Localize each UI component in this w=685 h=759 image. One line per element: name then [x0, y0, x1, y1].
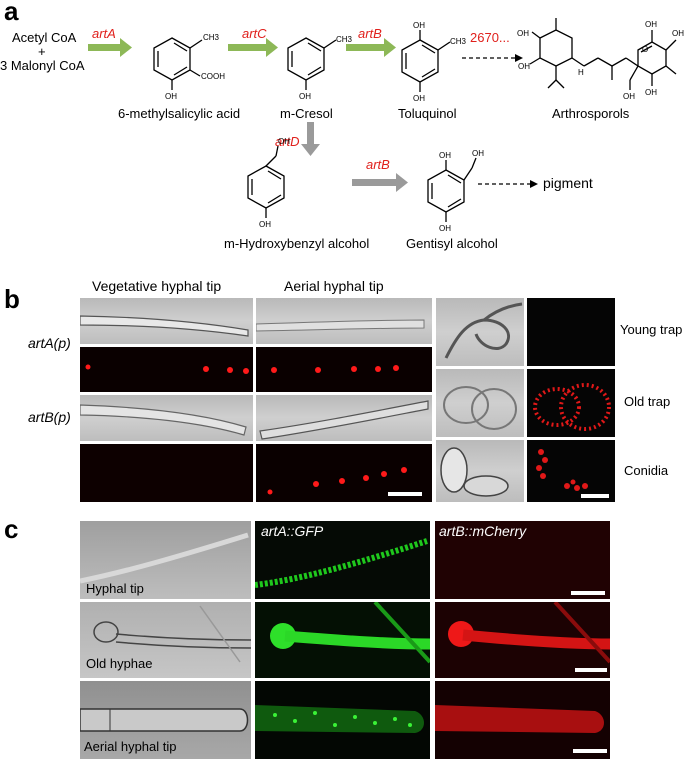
image-c-aerial-tip-gfp: [255, 681, 430, 759]
image-c-hyphal-tip-dic: Hyphal tip: [80, 521, 251, 599]
image-c-aerial-tip-mcherry: [435, 681, 610, 759]
scale-bar-b1: [388, 492, 422, 496]
dashed-arrow-top: [462, 54, 523, 62]
atom-oh-9: OH: [623, 92, 635, 101]
image-c-old-hyphae-gfp: [255, 602, 430, 678]
atom-oh-10: OH: [645, 88, 657, 97]
pigment-label: pigment: [543, 175, 593, 191]
gray-arrow-down: [301, 122, 320, 156]
image-c-old-hyphae-dic: Old hyphae: [80, 602, 251, 678]
atom-cooh: COOH: [201, 72, 225, 81]
compound-gentisyl-label: Gentisyl alcohol: [406, 236, 498, 251]
image-b-veg-red-2: [80, 444, 253, 502]
image-b-conidia-dic: [436, 440, 524, 502]
enzyme-artA-label: artA: [92, 26, 116, 41]
scale-bar-c1: [571, 591, 605, 595]
image-c-hyphal-tip-gfp: artA::GFP: [255, 521, 430, 599]
green-arrow-1: [88, 38, 132, 57]
panel-a-label: a: [4, 0, 19, 26]
enzyme-artC-label: artC: [242, 26, 267, 41]
image-b-veg-red-1: [80, 347, 253, 392]
malonyl-coa-label: 3 Malonyl CoA: [0, 58, 85, 73]
image-b-aer-red-2: [256, 444, 432, 502]
atom-ch3-1: CH3: [203, 33, 220, 42]
image-b-conidia-red: [527, 440, 615, 502]
row-artB-label: artB(p): [28, 409, 71, 425]
image-b-old-trap-red: [527, 369, 615, 437]
scale-bar-c2: [575, 668, 607, 672]
atom-o: O: [642, 45, 648, 54]
green-arrow-2: [228, 38, 278, 57]
ring-mhba: [247, 165, 285, 209]
atom-ch3-2: CH3: [336, 35, 353, 44]
image-b-young-trap-dic: [436, 298, 524, 366]
image-b-veg-dic-1: [80, 298, 253, 344]
image-b-old-trap-dic: [436, 369, 524, 437]
compound-mcresol-label: m-Cresol: [280, 106, 333, 121]
atom-oh-2: OH: [299, 92, 311, 101]
c-row1-label: Hyphal tip: [86, 581, 144, 596]
image-b-young-trap-red: [527, 298, 615, 366]
compound-mhba-label: m-Hydroxybenzyl alcohol: [224, 236, 370, 251]
arthrosporol-skeleton: [529, 18, 677, 90]
compound-6msa-label: 6-methylsalicylic acid: [118, 106, 241, 121]
ring-6msa: [153, 37, 191, 81]
image-b-aer-dic-2: [256, 395, 432, 441]
pathway-diagram: CH3 COOH OH CH3 OH OH CH3 OH OH OH H O O…: [88, 18, 684, 233]
image-c-old-hyphae-mcherry: [435, 602, 610, 678]
panel-c-label: c: [4, 514, 19, 544]
gray-arrow-right: [352, 173, 408, 192]
image-b-aer-red-1: [256, 347, 432, 392]
compound-toluquinol-label: Toluquinol: [398, 106, 457, 121]
green-arrow-3: [346, 38, 396, 57]
image-c-aerial-tip-dic: Aerial hyphal tip: [80, 681, 251, 759]
conidia-label: Conidia: [624, 463, 669, 478]
atom-oh-15: OH: [439, 224, 451, 233]
atom-oh-11: OH: [278, 137, 290, 146]
enzyme-artD-label: artD: [275, 134, 300, 149]
atom-oh-4: OH: [413, 94, 425, 103]
atom-ch3-3: CH3: [450, 37, 467, 46]
c-col-mcherry-label: artB::mCherry: [439, 523, 527, 539]
enzyme-artB-bottom-label: artB: [366, 157, 390, 172]
atom-oh-3: OH: [413, 21, 425, 30]
col-aerial-label: Aerial hyphal tip: [284, 278, 384, 294]
young-trap-label: Young trap: [620, 322, 683, 337]
compound-arthrosporols-label: Arthrosporols: [552, 106, 630, 121]
image-b-aer-dic-1: [256, 298, 432, 344]
atom-oh-13: OH: [439, 151, 451, 160]
image-b-veg-dic-2: [80, 395, 253, 441]
panel-b-label: b: [4, 284, 20, 314]
ring-mcresol: [287, 37, 325, 81]
scale-bar-c3: [573, 749, 607, 753]
old-trap-label: Old trap: [624, 394, 671, 409]
atom-oh-8: OH: [672, 29, 684, 38]
atom-oh-7: OH: [645, 20, 657, 29]
dashed-arrow-pigment: [478, 180, 538, 188]
c-row2-label: Old hyphae: [86, 656, 153, 671]
atom-h: H: [578, 68, 584, 77]
atom-oh-6: OH: [518, 62, 530, 71]
image-c-hyphal-tip-mcherry: artB::mCherry: [435, 521, 610, 599]
scale-bar-b2: [581, 494, 609, 498]
c-row3-label: Aerial hyphal tip: [84, 739, 177, 754]
enzyme-artB-top-label: artB: [358, 26, 382, 41]
ring-toluquinol: [401, 39, 439, 83]
atom-oh-1: OH: [165, 92, 177, 101]
ring-gentisyl: [427, 169, 465, 213]
row-artA-label: artA(p): [28, 335, 71, 351]
enzyme-next-label: 2670...: [470, 30, 510, 45]
atom-oh-5: OH: [517, 29, 529, 38]
atom-oh-14: OH: [472, 149, 484, 158]
c-col-gfp-label: artA::GFP: [261, 523, 324, 539]
atom-oh-12: OH: [259, 220, 271, 229]
acetyl-coa-label: Acetyl CoA: [12, 30, 77, 45]
col-vegetative-label: Vegetative hyphal tip: [92, 278, 222, 294]
plus-sign: +: [38, 44, 46, 59]
